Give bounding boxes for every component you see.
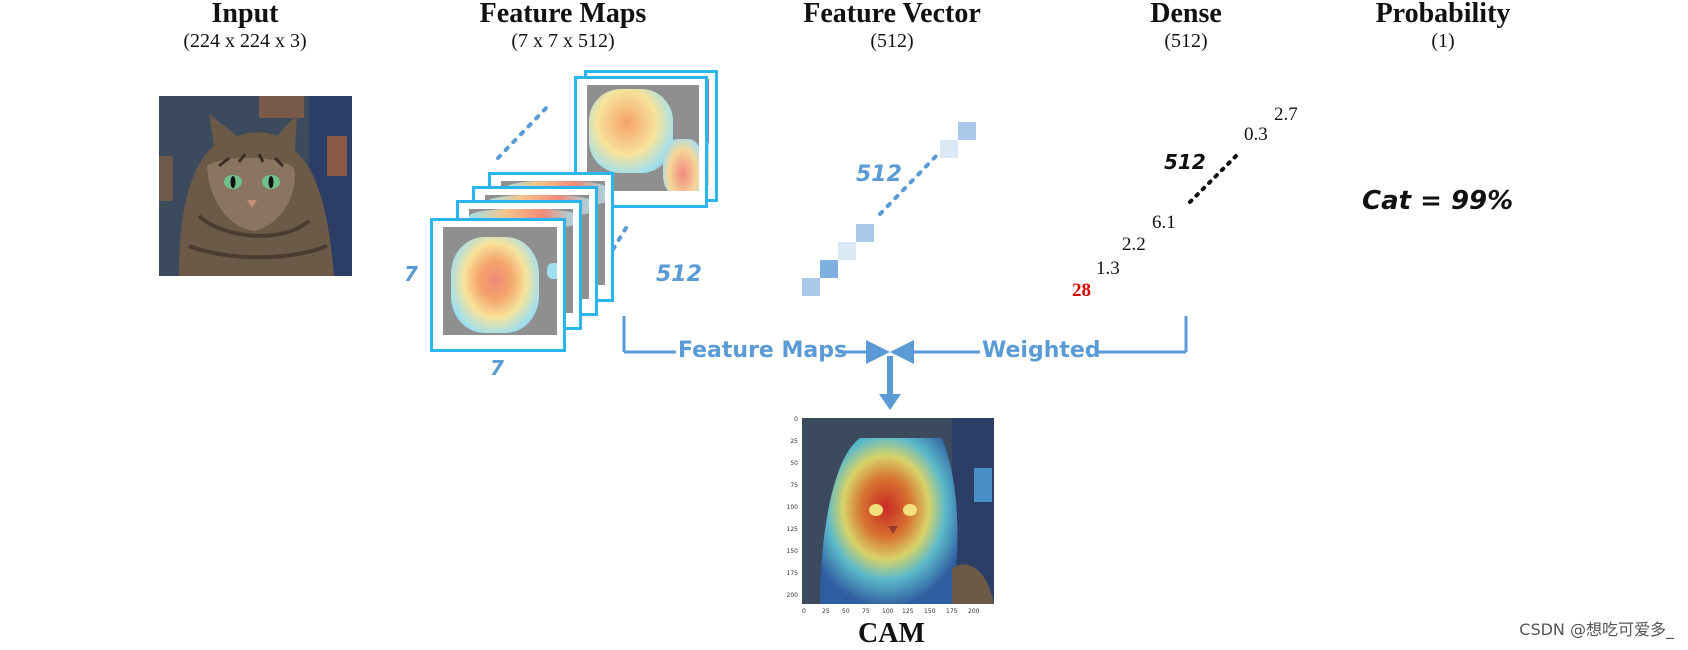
cam-x-tick: 200 <box>968 608 980 615</box>
feature-map-width-label: 7 <box>490 356 504 380</box>
cam-x-tick: 175 <box>946 608 958 615</box>
cam-y-tick: 75 <box>790 482 798 489</box>
dense-count-label: 512 <box>1164 150 1206 174</box>
cam-output: 0 25 50 75 100 125 150 175 200 0 25 50 7… <box>780 414 996 620</box>
combine-left-label: Feature Maps <box>678 338 848 363</box>
probability-subtitle: (1) <box>1431 30 1455 52</box>
probability-result: Cat = 99% <box>1362 186 1514 216</box>
feature-vector-count-label: 512 <box>856 162 902 187</box>
dense-subtitle: (512) <box>1164 30 1208 52</box>
dense-weight-highlight: 28 <box>1072 280 1091 301</box>
cam-x-axis: 0 25 50 75 100 125 150 175 200 <box>802 608 996 618</box>
cam-y-tick: 25 <box>790 438 798 445</box>
cam-x-tick: 150 <box>924 608 936 615</box>
cam-y-tick: 150 <box>786 548 798 555</box>
cam-y-axis: 0 25 50 75 100 125 150 175 200 <box>780 414 800 606</box>
cam-x-tick: 100 <box>882 608 894 615</box>
feature-maps-title: Feature Maps <box>479 0 647 29</box>
cam-y-tick: 175 <box>786 570 798 577</box>
dense-title: Dense <box>1150 0 1222 29</box>
dense-weight-4: 6.1 <box>1152 212 1176 233</box>
cam-x-tick: 125 <box>902 608 914 615</box>
cam-heatmap-illustration <box>802 418 994 604</box>
feature-map-front <box>430 218 566 352</box>
input-title: Input <box>211 0 279 29</box>
cam-x-tick: 75 <box>862 608 870 615</box>
cam-x-tick: 25 <box>822 608 830 615</box>
feature-map-back-2 <box>574 76 708 208</box>
cam-y-tick: 0 <box>794 416 798 423</box>
dense-dotted-connector <box>1188 152 1240 204</box>
watermark: CSDN @想吃可爱多_ <box>1519 620 1674 639</box>
cam-y-tick: 100 <box>786 504 798 511</box>
feature-vector-diagram <box>802 122 976 296</box>
cam-y-tick: 200 <box>786 592 798 599</box>
combine-right-label: Weighted <box>982 338 1101 363</box>
cam-x-tick: 50 <box>842 608 850 615</box>
dense-weight-2: 1.3 <box>1096 258 1120 279</box>
input-cat-image <box>159 96 352 276</box>
cam-y-tick: 50 <box>790 460 798 467</box>
dense-weight-3: 2.2 <box>1122 234 1146 255</box>
cam-x-tick: 0 <box>802 608 806 615</box>
cam-image <box>802 418 994 604</box>
cam-y-tick: 125 <box>786 526 798 533</box>
cat-photo-illustration <box>159 96 352 276</box>
probability-title: Probability <box>1375 0 1511 29</box>
dense-weight-5: 0.3 <box>1244 124 1268 145</box>
feature-vector-subtitle: (512) <box>870 30 914 52</box>
feature-vector-title: Feature Vector <box>803 0 981 29</box>
cam-label: CAM <box>858 618 925 649</box>
feature-map-height-label: 7 <box>404 262 418 286</box>
input-subtitle: (224 x 224 x 3) <box>183 30 307 52</box>
feature-map-depth-label: 512 <box>656 262 702 287</box>
feature-maps-subtitle: (7 x 7 x 512) <box>511 30 615 52</box>
dense-weight-6: 2.7 <box>1274 104 1298 125</box>
